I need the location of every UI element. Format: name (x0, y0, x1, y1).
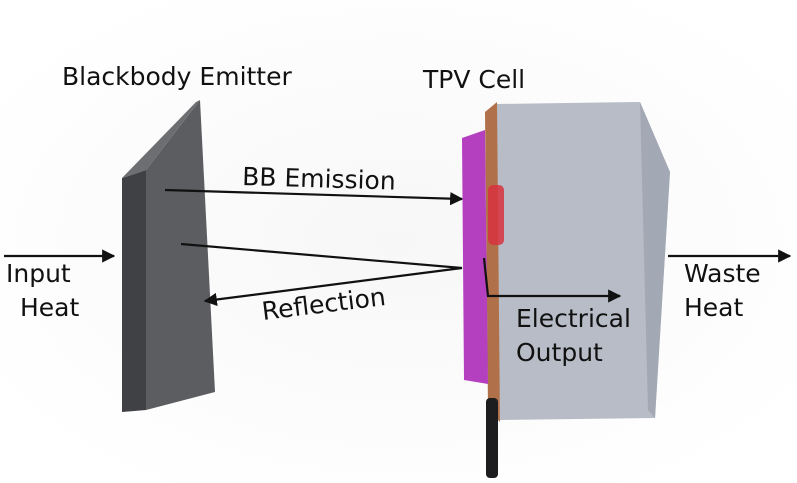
reflection-arrow (180, 242, 463, 307)
emitter-side-face (122, 170, 146, 412)
bb-emission-arrow (164, 188, 464, 206)
waste-heat-label-line1: Waste (684, 259, 761, 288)
electrical-output-label-line1: Electrical (516, 304, 631, 333)
input-heat-label-line1: Input (6, 259, 71, 288)
emitter-top-edge (122, 100, 200, 178)
input-heat-label-line2: Heat (20, 293, 79, 322)
arrows (4, 188, 792, 307)
emitter-front-face (146, 100, 215, 410)
waste-heat-label-line2: Heat (684, 293, 743, 322)
contact-pin (486, 398, 498, 478)
pv-layer (462, 130, 488, 384)
red-highlight (488, 185, 504, 245)
copper-layer (485, 102, 500, 422)
electrical-output-label-line2: Output (516, 338, 603, 367)
cell-body (495, 102, 670, 420)
cell-label: TPV Cell (422, 65, 525, 94)
cell-body-side (640, 102, 670, 418)
bb-emission-label: BB Emission (242, 162, 396, 196)
electrical-output-arrow (482, 257, 622, 303)
emitter-label: Blackbody Emitter (62, 62, 292, 91)
blackbody-emitter (122, 100, 215, 412)
tpv-cell (462, 102, 670, 478)
